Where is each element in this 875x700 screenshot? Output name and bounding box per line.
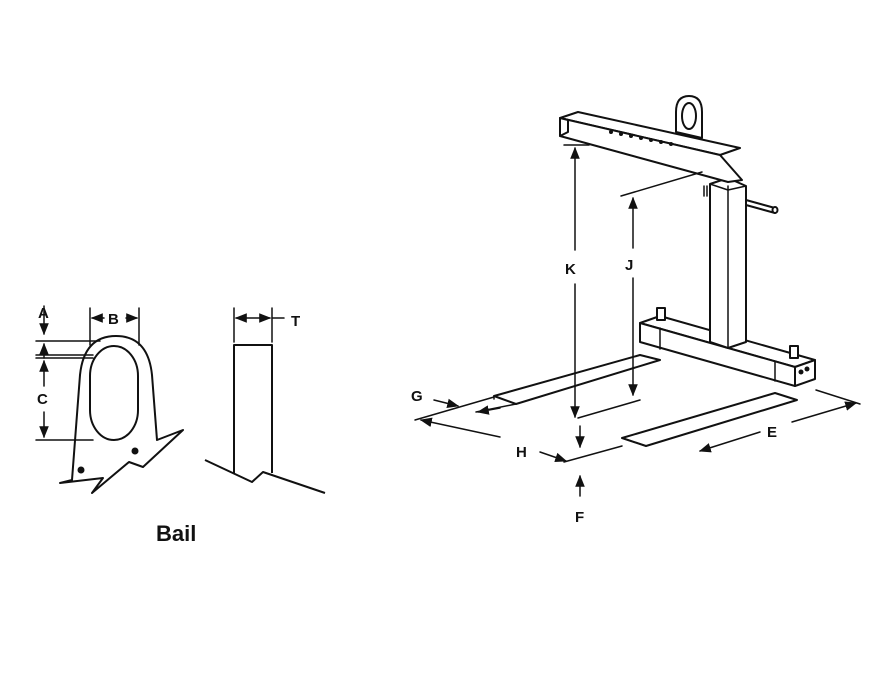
bail-side-base — [204, 459, 326, 494]
fork-left — [493, 354, 661, 405]
dim-h-arrow-left — [419, 417, 501, 438]
label-b: B — [108, 311, 119, 328]
label-e: E — [767, 424, 777, 441]
dim-g-arrow-left — [433, 398, 460, 409]
top-bail-opening — [681, 102, 697, 130]
bail-hole-right — [131, 447, 139, 455]
dim-j-ext-top — [620, 171, 703, 197]
label-j: J — [625, 257, 633, 274]
pallet-lifter — [493, 95, 816, 447]
bail-opening — [89, 345, 139, 441]
adjust-pin — [745, 199, 776, 214]
label-f: F — [575, 509, 584, 526]
hole-6 — [659, 140, 663, 144]
caption-bail: Bail — [156, 521, 196, 546]
bolt-right-2 — [804, 366, 810, 372]
label-g: G — [411, 388, 423, 405]
bail-side-outline — [233, 344, 273, 473]
bail-front-view: A B C — [35, 305, 184, 494]
hole-5 — [649, 138, 653, 142]
dim-k-ext-bottom — [577, 399, 641, 419]
dim-g-ext-left — [414, 396, 495, 421]
bail-plate-outline — [59, 335, 184, 494]
hole-4 — [639, 136, 643, 140]
top-beam-end — [559, 117, 569, 137]
hole-2 — [619, 132, 623, 136]
bail-side-view: T — [204, 307, 326, 494]
dim-e-ext-right — [815, 389, 861, 405]
label-c: C — [37, 391, 48, 408]
knob-right — [789, 345, 799, 359]
hole-7 — [669, 142, 673, 146]
mast-top-edge — [709, 183, 729, 191]
label-k: K — [565, 261, 576, 278]
label-t: T — [291, 313, 300, 330]
dim-h-arrow-right — [539, 451, 568, 463]
dim-e-arrow-right — [791, 401, 858, 423]
dim-e-arrow-left — [698, 431, 761, 453]
label-a: A — [38, 305, 49, 322]
knob-left — [656, 307, 666, 321]
mast-top-edge-2 — [727, 185, 747, 191]
base-beam-end — [794, 359, 816, 387]
fork-right-edge — [621, 437, 647, 447]
lifter-dimensions: K J G H F E — [411, 144, 861, 526]
hole-3 — [629, 134, 633, 138]
dim-f-ext-bottom — [563, 445, 623, 463]
dim-g-arrow-right — [476, 405, 501, 415]
top-bail — [675, 95, 703, 139]
bail-hole-left — [77, 466, 85, 474]
beam-holes — [609, 130, 673, 146]
hole-1 — [609, 130, 613, 134]
bolt-right — [798, 369, 804, 375]
label-h: H — [516, 444, 527, 461]
adjust-pin-end — [771, 206, 779, 214]
